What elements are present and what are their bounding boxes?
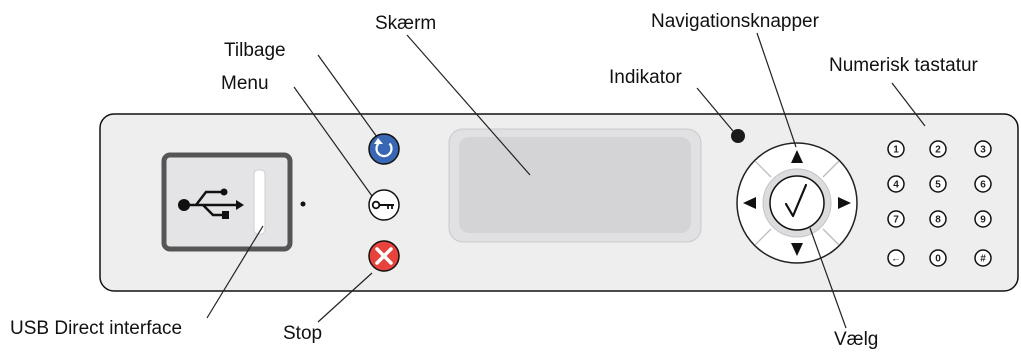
keypad-key[interactable]: 8 [929, 210, 947, 228]
nav-left-arrow-icon[interactable] [743, 197, 756, 209]
usb-direct-interface[interactable] [161, 152, 293, 252]
key-icon [371, 200, 394, 210]
callout-line-vaelg [809, 227, 847, 329]
keypad-key[interactable]: # [974, 249, 992, 267]
usb-icon [178, 188, 244, 219]
callout-line-skaerm [406, 34, 531, 176]
numeric-keypad: 1 2 3 4 5 6 7 8 [887, 140, 992, 267]
keypad-key-label: 5 [935, 180, 941, 191]
callout-lines [206, 32, 926, 329]
keypad-key-label: # [980, 254, 986, 265]
nav-up-arrow-icon[interactable] [791, 150, 803, 163]
keypad-key-label: 3 [980, 145, 986, 156]
display-screen [448, 128, 702, 243]
checkmark-icon [784, 183, 808, 218]
usb-status-dot [300, 201, 306, 207]
callout-line-tilbage [317, 54, 378, 138]
keypad-key[interactable]: 4 [887, 175, 905, 193]
callout-line-navigation [756, 32, 797, 148]
keypad-key-label: ← [891, 254, 901, 265]
label-skaerm: Skærm [375, 13, 437, 34]
keypad-key[interactable]: 5 [929, 175, 947, 193]
keypad-key[interactable]: 0 [929, 249, 947, 267]
nav-down-arrow-icon[interactable] [791, 243, 803, 256]
menu-button[interactable] [368, 189, 400, 221]
back-button[interactable] [368, 133, 400, 165]
label-numerisk: Numerisk tastatur [829, 55, 978, 76]
label-tilbage: Tilbage [224, 40, 286, 61]
keypad-key-label: 8 [935, 215, 941, 226]
keypad-key[interactable]: 7 [887, 210, 905, 228]
label-usb: USB Direct interface [10, 318, 183, 339]
x-icon [375, 247, 393, 265]
keypad-key[interactable]: ← [887, 249, 905, 267]
stop-button[interactable] [368, 240, 400, 272]
callout-line-stop [317, 272, 373, 323]
label-indikator: Indikator [609, 67, 682, 88]
callout-line-usb [206, 225, 264, 319]
keypad-key[interactable]: 6 [974, 175, 992, 193]
indicator-light [731, 129, 745, 143]
label-navigation: Navigationsknapper [651, 11, 819, 32]
back-arrow-icon [374, 138, 393, 158]
select-button[interactable] [762, 168, 832, 238]
callout-line-numerisk [891, 82, 926, 127]
label-menu: Menu [221, 73, 269, 94]
keypad-key[interactable]: 1 [887, 140, 905, 158]
label-stop: Stop [283, 323, 323, 344]
keypad-key[interactable]: 3 [974, 140, 992, 158]
keypad-key-label: 6 [980, 180, 986, 191]
keypad-key-label: 0 [935, 254, 941, 265]
keypad-key-label: 4 [893, 180, 899, 191]
keypad-key-label: 7 [893, 215, 899, 226]
nav-right-arrow-icon[interactable] [838, 197, 851, 209]
callout-line-indikator [696, 87, 734, 132]
keypad-key-label: 9 [980, 215, 986, 226]
callout-line-menu [293, 86, 373, 197]
keypad-key[interactable]: 9 [974, 210, 992, 228]
keypad-key-label: 2 [935, 145, 941, 156]
keypad-key[interactable]: 2 [929, 140, 947, 158]
keypad-key-label: 1 [893, 145, 899, 156]
label-vaelg: Vælg [834, 329, 879, 350]
